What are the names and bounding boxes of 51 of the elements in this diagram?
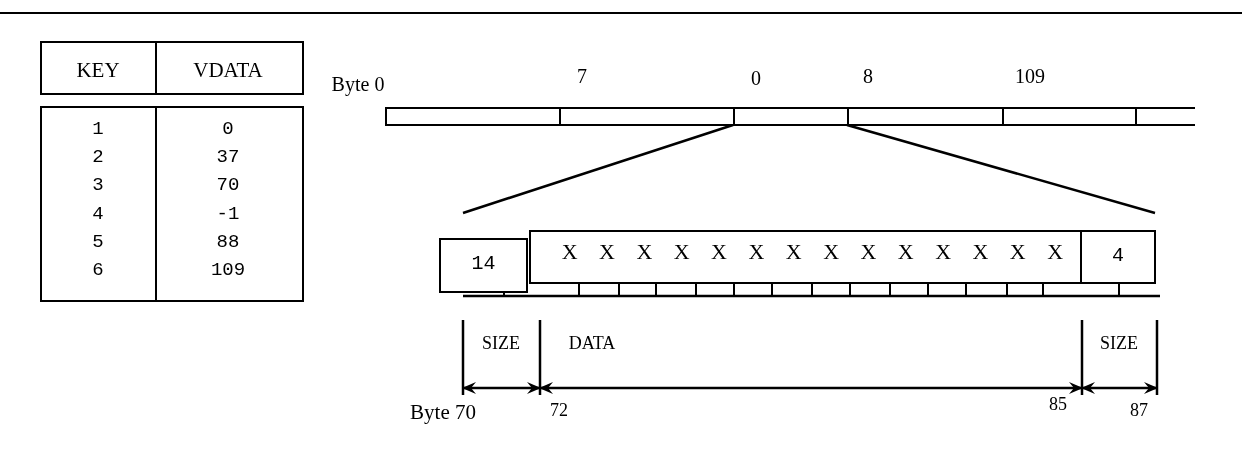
placeholder-mark: X (636, 239, 653, 265)
table-value: 37 (216, 147, 240, 167)
column-header: KEY (76, 59, 120, 81)
table-value: 0 (222, 119, 234, 139)
memory-segment (1135, 107, 1195, 126)
memory-segment (733, 107, 849, 126)
offset-value: 7 (577, 66, 587, 86)
placeholder-mark: X (1047, 239, 1064, 265)
size-field-box (439, 238, 528, 293)
size-value: 14 (471, 252, 496, 275)
placeholder-mark: X (748, 239, 765, 265)
data-field-box (529, 230, 1082, 284)
placeholder-mark: X (785, 239, 802, 265)
table-value: 6 (92, 260, 104, 280)
table-value: 109 (210, 260, 246, 280)
field-name: DATA (568, 334, 616, 352)
table-value: 2 (92, 147, 104, 167)
table-value: 5 (92, 232, 104, 252)
memory-segment (847, 107, 1004, 126)
offset-value: 85 (1049, 395, 1067, 413)
offset-value: 8 (863, 66, 873, 86)
field-name: SIZE (482, 334, 520, 352)
table-value: 4 (92, 204, 104, 224)
table-value: 1 (92, 119, 104, 139)
table-value: 3 (92, 175, 104, 195)
offset-value: 0 (751, 68, 761, 88)
column-header: VDATA (193, 59, 263, 81)
offset-value: 72 (550, 401, 568, 419)
placeholder-mark: X (972, 239, 989, 265)
table-value: 70 (216, 175, 240, 195)
memory-segment (1002, 107, 1137, 126)
placeholder-mark: X (1009, 239, 1026, 265)
placeholder-mark: X (561, 239, 578, 265)
placeholder-mark: X (711, 239, 727, 265)
placeholder-mark: X (599, 239, 615, 265)
size-value: 4 (1112, 243, 1124, 267)
byte-offset-label: Byte 0 (331, 74, 385, 94)
table-value: 88 (216, 232, 240, 252)
placeholder-mark: X (860, 239, 877, 265)
table-value: -1 (216, 204, 240, 224)
byte-offset-label: Byte 70 (410, 401, 476, 423)
placeholder-mark: X (823, 239, 839, 265)
size-field-box (1080, 230, 1156, 284)
placeholder-mark: X (897, 239, 914, 265)
placeholder-mark: X (673, 239, 690, 265)
placeholder-mark: X (935, 239, 952, 265)
field-name: SIZE (1100, 334, 1138, 352)
memory-segment (385, 107, 561, 126)
offset-value: 87 (1130, 401, 1148, 419)
offset-value: 109 (1015, 66, 1045, 86)
memory-segment (559, 107, 735, 126)
